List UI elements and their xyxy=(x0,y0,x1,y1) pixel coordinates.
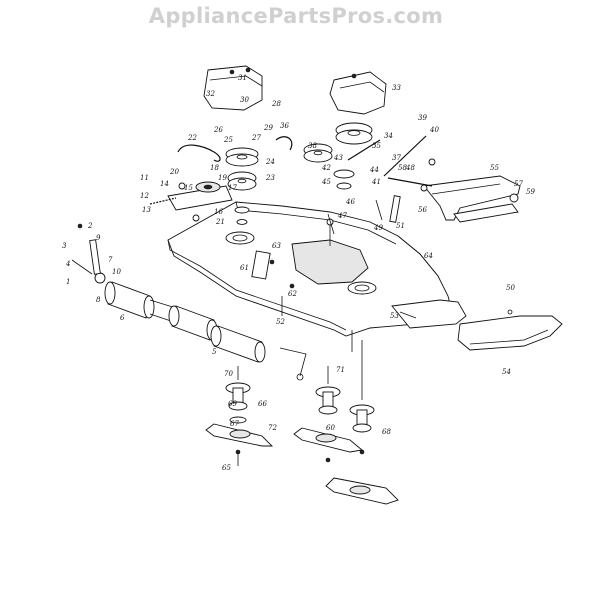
spindle-right xyxy=(349,340,375,455)
callout-35: 35 xyxy=(372,142,381,150)
right-pulley-stack xyxy=(303,71,387,246)
callout-56: 56 xyxy=(418,206,427,214)
callout-71: 71 xyxy=(336,366,345,374)
mower-deck-housing xyxy=(167,201,467,337)
callout-46: 46 xyxy=(345,198,355,206)
callout-66: 66 xyxy=(258,400,267,408)
callout-43: 43 xyxy=(333,154,343,162)
callout-16: 16 xyxy=(214,208,223,216)
callout-72: 72 xyxy=(268,424,277,432)
lift-linkage xyxy=(375,135,521,223)
callout-60: 60 xyxy=(326,424,335,432)
callout-9: 9 xyxy=(96,234,101,242)
callout-54: 54 xyxy=(502,368,511,376)
callout-51: 51 xyxy=(396,222,405,230)
callout-19: 19 xyxy=(218,174,227,182)
front-roller-assembly xyxy=(71,223,307,381)
callout-22: 22 xyxy=(187,134,197,142)
callout-50: 50 xyxy=(506,284,515,292)
callout-68: 68 xyxy=(382,428,391,436)
callout-2: 2 xyxy=(87,222,93,230)
callout-67: 67 xyxy=(230,420,239,428)
callout-30: 30 xyxy=(240,96,249,104)
callout-49: 49 xyxy=(373,224,383,232)
callout-17: 17 xyxy=(228,184,237,192)
callout-25: 25 xyxy=(223,136,233,144)
callout-10: 10 xyxy=(112,268,121,276)
callout-15: 15 xyxy=(184,184,193,192)
callout-63: 63 xyxy=(272,242,281,250)
callout-37: 37 xyxy=(392,154,401,162)
callout-52: 52 xyxy=(276,318,285,326)
callout-33: 33 xyxy=(392,84,401,92)
spindle-center xyxy=(315,366,341,463)
callout-38: 38 xyxy=(308,142,317,150)
callout-5: 5 xyxy=(212,348,217,356)
callout-6: 6 xyxy=(120,314,125,322)
callout-57: 57 xyxy=(514,180,523,188)
callout-32: 32 xyxy=(206,90,215,98)
callout-4: 4 xyxy=(65,260,70,268)
left-idler-assembly xyxy=(149,181,233,222)
callout-69: 69 xyxy=(228,400,237,408)
callout-21: 21 xyxy=(215,218,225,226)
left-pulley-stack xyxy=(177,65,293,225)
callout-14: 14 xyxy=(160,180,169,188)
callout-labels: 1 2 3 4 5 6 7 8 9 10 11 12 13 14 15 16 1… xyxy=(62,74,535,472)
callout-53: 53 xyxy=(390,312,399,320)
callout-3: 3 xyxy=(62,242,67,250)
callout-65: 65 xyxy=(222,464,231,472)
callout-12: 12 xyxy=(140,192,149,200)
callout-44: 44 xyxy=(369,166,379,174)
callout-34: 34 xyxy=(384,132,393,140)
callout-62: 62 xyxy=(288,290,297,298)
callout-7: 7 xyxy=(108,256,113,264)
callout-64: 64 xyxy=(424,252,433,260)
callout-18: 18 xyxy=(210,164,219,172)
callout-41: 41 xyxy=(371,178,381,186)
callout-11: 11 xyxy=(140,174,149,182)
callout-1: 1 xyxy=(66,278,70,286)
blade-center xyxy=(293,427,364,453)
callout-20: 20 xyxy=(169,168,179,176)
callout-58: 58 xyxy=(398,164,407,172)
callout-28: 28 xyxy=(271,100,281,108)
callout-55: 55 xyxy=(490,164,499,172)
callout-31: 31 xyxy=(238,74,247,82)
callout-70: 70 xyxy=(224,370,233,378)
callout-59: 59 xyxy=(526,188,535,196)
callout-40: 40 xyxy=(429,126,439,134)
callout-48: 48 xyxy=(405,164,415,172)
callout-39: 39 xyxy=(418,114,427,122)
blade-right xyxy=(325,477,399,505)
deck-bracket-hardware xyxy=(251,213,417,352)
callout-23: 23 xyxy=(265,174,275,182)
callout-29: 29 xyxy=(263,124,273,132)
discharge-chute xyxy=(457,309,563,351)
callout-61: 61 xyxy=(240,264,249,272)
callout-8: 8 xyxy=(96,296,101,304)
callout-13: 13 xyxy=(142,206,151,214)
blade-left xyxy=(205,423,274,447)
spindle-left xyxy=(225,366,251,466)
callout-27: 27 xyxy=(251,134,261,142)
callout-42: 42 xyxy=(321,164,331,172)
callout-45: 45 xyxy=(321,178,331,186)
callout-26: 26 xyxy=(213,126,223,134)
callout-24: 24 xyxy=(265,158,275,166)
callout-47: 47 xyxy=(337,212,347,220)
watermark: AppliancePartsPros.com xyxy=(148,4,444,28)
callout-36: 36 xyxy=(280,122,289,130)
